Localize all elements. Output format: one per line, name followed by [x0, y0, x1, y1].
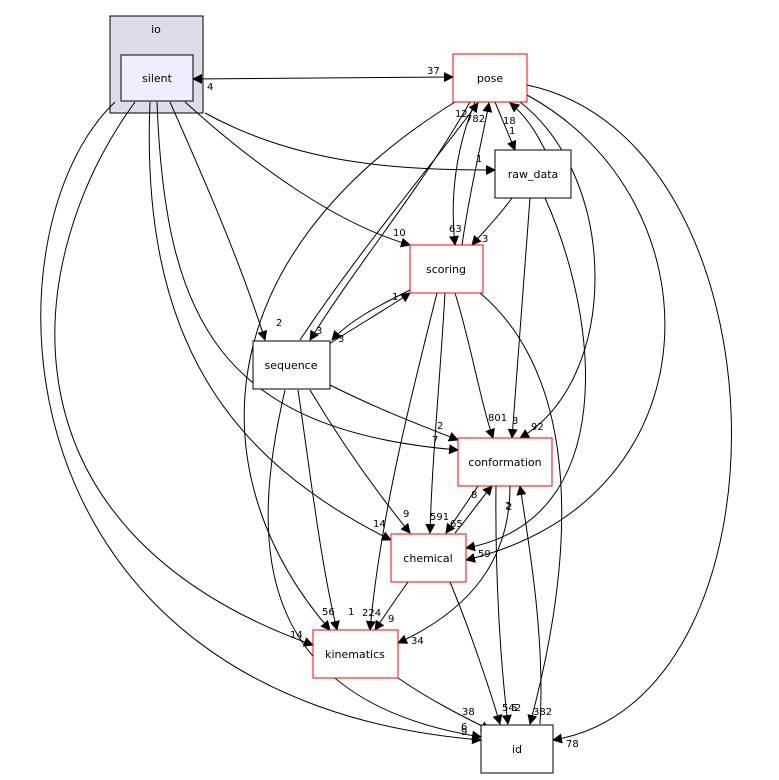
node-id[interactable]: id [480, 724, 554, 774]
node-conformation[interactable]: conformation [457, 437, 553, 487]
edge-sequence-pose [299, 102, 479, 341]
edges [40, 72, 732, 745]
edge-raw_data-chemical [465, 197, 586, 552]
edge-label-raw_data-scoring: 3 [482, 234, 488, 245]
edge-conformation-kinematics [397, 485, 511, 644]
edge-label-silent-raw_data: 1 [476, 154, 482, 165]
edge-sequence-id [267, 389, 482, 741]
edge-chemical-conformation [454, 485, 493, 534]
edge-label-silent-scoring: 10 [393, 228, 406, 239]
edge-label-pose-conformation: 92 [531, 422, 544, 433]
edge-label-raw_data-conformation: 3 [512, 416, 518, 427]
edge-pose-kinematics [243, 101, 456, 631]
edge-silent-sequence [169, 101, 268, 341]
edge-id-conformation [516, 485, 542, 725]
edge-label-scoring-id: 382 [533, 707, 552, 718]
edge-chemical-id [449, 581, 503, 725]
edge-label-silent-pose: 37 [427, 66, 440, 77]
edge-label-chemical-id: 5 [511, 703, 517, 714]
edge-label-silent-id: 9 [461, 727, 467, 738]
edge-silent-pose [192, 72, 454, 84]
edge-label-sequence-chemical: 9 [403, 509, 409, 520]
edge-label-conformation-id: 542 [502, 703, 521, 714]
edge-label-chemical-conformation: 8 [471, 490, 477, 501]
edge-silent-chemical [148, 101, 392, 541]
edge-label-scoring-pose: 782 [466, 114, 485, 125]
edge-pose-raw_data [494, 101, 517, 151]
edge-label-sequence-id: 6 [461, 722, 467, 733]
node-raw_data[interactable]: raw_data [494, 149, 572, 199]
edge-label-silent-sequence: 2 [276, 318, 282, 329]
edge-label-sequence-pose: 12 [455, 109, 468, 120]
edge-label-raw_data-chemical: 2 [506, 502, 512, 513]
edge-kinematics-id [397, 677, 491, 731]
node-conformation-label: conformation [468, 456, 541, 469]
edge-conformation-chemical [445, 485, 479, 534]
edge-label-pose-kinematics: 56 [322, 607, 335, 618]
node-raw_data-label: raw_data [508, 168, 559, 181]
node-chemical-label: chemical [403, 552, 452, 565]
edge-sequence-chemical [309, 389, 411, 534]
edge-label-pose-id: 78 [566, 739, 579, 750]
edge-conformation-id [495, 485, 512, 725]
edge-label-pose-raw_data: 1 [509, 126, 515, 137]
edge-scoring-chemical [425, 292, 446, 534]
edge-label-silent-kinematics: 14 [290, 630, 303, 641]
edge-label-scoring-sequence: 3 [338, 334, 344, 345]
edge-raw_data-scoring [471, 197, 513, 246]
edge-label-chemical-kinematics: 9 [388, 614, 394, 625]
node-chemical[interactable]: chemical [390, 533, 467, 583]
edge-sequence-kinematics [297, 389, 340, 631]
edge-raw_data-conformation [507, 197, 531, 439]
edge-pose-sequence [309, 101, 471, 341]
edge-silent-id [40, 101, 482, 745]
edge-scoring-kinematics [365, 292, 438, 631]
edge-label-sequence-conformation: 2 [437, 421, 443, 432]
edge-label-silent-conformation: 7 [432, 435, 438, 446]
edge-pose-conformation [519, 101, 596, 439]
edge-labels: 37 4 1 10 2 7 14 14 9 1 18 63 782 3 12 9… [207, 66, 579, 750]
node-kinematics-label: kinematics [325, 648, 385, 661]
edge-label-pose-silent: 4 [207, 82, 213, 93]
edge-label-scoring-conformation: 801 [488, 413, 507, 424]
edge-label-silent-chemical: 14 [373, 519, 386, 530]
edge-pose-scoring [449, 101, 476, 246]
node-silent[interactable]: silent [120, 54, 194, 102]
edge-sequence-conformation [329, 384, 459, 442]
edge-pose-id [526, 84, 732, 744]
edge-label-sequence-scoring: 1 [392, 292, 398, 303]
edge-silent-raw_data [204, 112, 496, 175]
edge-label-pose-scoring: 63 [449, 224, 462, 235]
edge-label-conformation-chemical: 65 [450, 519, 463, 530]
edge-raw_data-pose [509, 102, 546, 151]
edge-label-scoring-kinematics: 224 [362, 608, 381, 619]
edge-label-sequence-kinematics: 1 [348, 607, 354, 618]
node-sequence[interactable]: sequence [252, 340, 331, 390]
edge-silent-kinematics [54, 101, 314, 647]
cluster-io-label: io [151, 23, 161, 36]
node-sequence-label: sequence [264, 359, 317, 372]
edge-label-pose-chemical: 59 [478, 549, 491, 560]
node-scoring-label: scoring [426, 263, 466, 276]
node-kinematics[interactable]: kinematics [312, 629, 399, 679]
edge-label-raw_data-pose: 18 [503, 116, 516, 127]
node-pose-label: pose [477, 72, 503, 85]
edge-scoring-id [479, 292, 563, 725]
node-id-label: id [512, 743, 522, 756]
edge-label-kinematics-id: 38 [462, 707, 475, 718]
node-silent-label: silent [142, 72, 173, 85]
edge-scoring-conformation [454, 292, 495, 439]
edge-label-pose-sequence: 3 [316, 326, 322, 337]
edge-label-scoring-chemical: 591 [430, 512, 449, 523]
edge-label-id-conformation: 2 [505, 501, 511, 512]
edge-scoring-pose [461, 102, 493, 246]
node-pose[interactable]: pose [452, 53, 528, 103]
edge-silent-scoring [184, 101, 411, 248]
edge-chemical-kinematics [374, 581, 409, 631]
edge-label-conformation-kinematics: 34 [411, 636, 424, 647]
edge-silent-conformation [156, 101, 459, 455]
edge-pose-chemical [465, 94, 666, 563]
node-scoring[interactable]: scoring [409, 244, 484, 294]
